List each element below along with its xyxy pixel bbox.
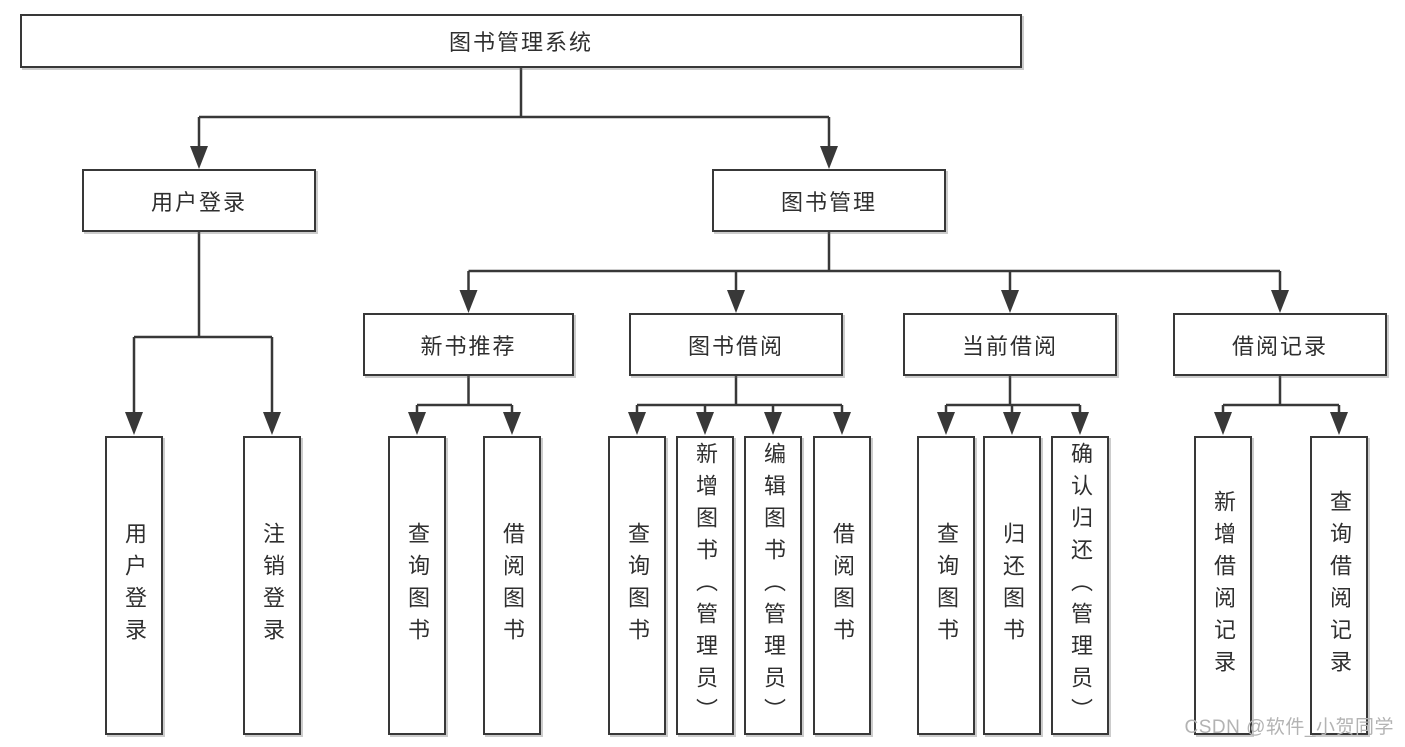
leaf-nb-query-books: 查询图书 [388,436,446,735]
leaf-cb-confirm-return-admin: 确认归还（管理员） [1051,436,1109,735]
node-label: 新书推荐 [420,333,517,359]
leaf-logout: 注销登录 [243,436,301,735]
arrowhead-icon [727,290,745,313]
node-label: 注销登录 [260,521,285,650]
connector-borrow-records-to-leaves [1214,376,1348,435]
arrowhead-icon [1214,412,1232,435]
leaf-user-login: 用户登录 [105,436,163,735]
node-label: 当前借阅 [961,333,1058,359]
node-library-system: 图书管理系统 [20,14,1022,68]
arrowhead-icon [833,412,851,435]
connector-book-management-to-level3 [459,232,1289,313]
leaf-bb-edit-books-admin: 编辑图书（管理员） [744,436,802,735]
node-label: 借阅图书 [830,521,855,650]
node-user-login: 用户登录 [82,169,316,232]
arrowhead-icon [820,146,838,169]
node-label: 借阅记录 [1231,333,1328,359]
leaf-br-add-borrow-record: 新增借阅记录 [1194,436,1252,735]
node-label: 图书借阅 [687,333,784,359]
connector-user-login-to-leaves [125,232,281,435]
arrowhead-icon [696,412,714,435]
arrowhead-icon [503,412,521,435]
node-label: 编辑图书（管理员） [761,441,786,730]
connector-current-borrow-to-leaves [937,376,1089,435]
node-label: 图书管理 [780,189,877,215]
watermark: CSDN @软件_小贺同学 [1184,717,1394,738]
node-label: 新增图书（管理员） [693,441,718,730]
connector-book-borrow-to-leaves [628,376,851,435]
node-label: 确认归还（管理员） [1068,441,1093,730]
arrowhead-icon [263,412,281,435]
node-current-borrow: 当前借阅 [903,313,1117,376]
arrowhead-icon [1071,412,1089,435]
leaf-bb-add-books-admin: 新增图书（管理员） [676,436,734,735]
arrowhead-icon [764,412,782,435]
node-label: 查询图书 [934,521,959,650]
node-label: 借阅图书 [500,521,525,650]
node-borrow-records: 借阅记录 [1173,313,1387,376]
node-label: 归还图书 [1000,521,1025,650]
connector-new-book-recommend-to-leaves [408,376,521,435]
arrowhead-icon [628,412,646,435]
node-new-book-recommend: 新书推荐 [363,313,574,376]
node-label: 图书管理系统 [448,30,593,55]
leaf-nb-borrow-books: 借阅图书 [483,436,541,735]
arrowhead-icon [1003,412,1021,435]
arrowhead-icon [459,290,478,313]
node-book-borrow: 图书借阅 [629,313,843,376]
arrowhead-icon [1271,290,1289,313]
arrowhead-icon [1330,412,1348,435]
leaf-cb-return-books: 归还图书 [983,436,1041,735]
node-label: 查询图书 [625,521,650,650]
arrowhead-icon [408,412,426,435]
arrowhead-icon [190,146,208,169]
arrowhead-icon [125,412,143,435]
node-book-management: 图书管理 [712,169,946,232]
arrowhead-icon [1001,290,1019,313]
node-label: 用户登录 [122,521,147,650]
arrowhead-icon [937,412,955,435]
leaf-bb-query-books: 查询图书 [608,436,666,735]
node-label: 查询图书 [405,521,430,650]
node-label: 查询借阅记录 [1327,489,1352,682]
node-label: 用户登录 [150,189,247,215]
node-label: 新增借阅记录 [1211,489,1236,682]
leaf-cb-query-books: 查询图书 [917,436,975,735]
leaf-br-query-borrow-record: 查询借阅记录 [1310,436,1368,735]
leaf-bb-borrow-books: 借阅图书 [813,436,871,735]
connector-root-to-level2 [190,68,838,169]
